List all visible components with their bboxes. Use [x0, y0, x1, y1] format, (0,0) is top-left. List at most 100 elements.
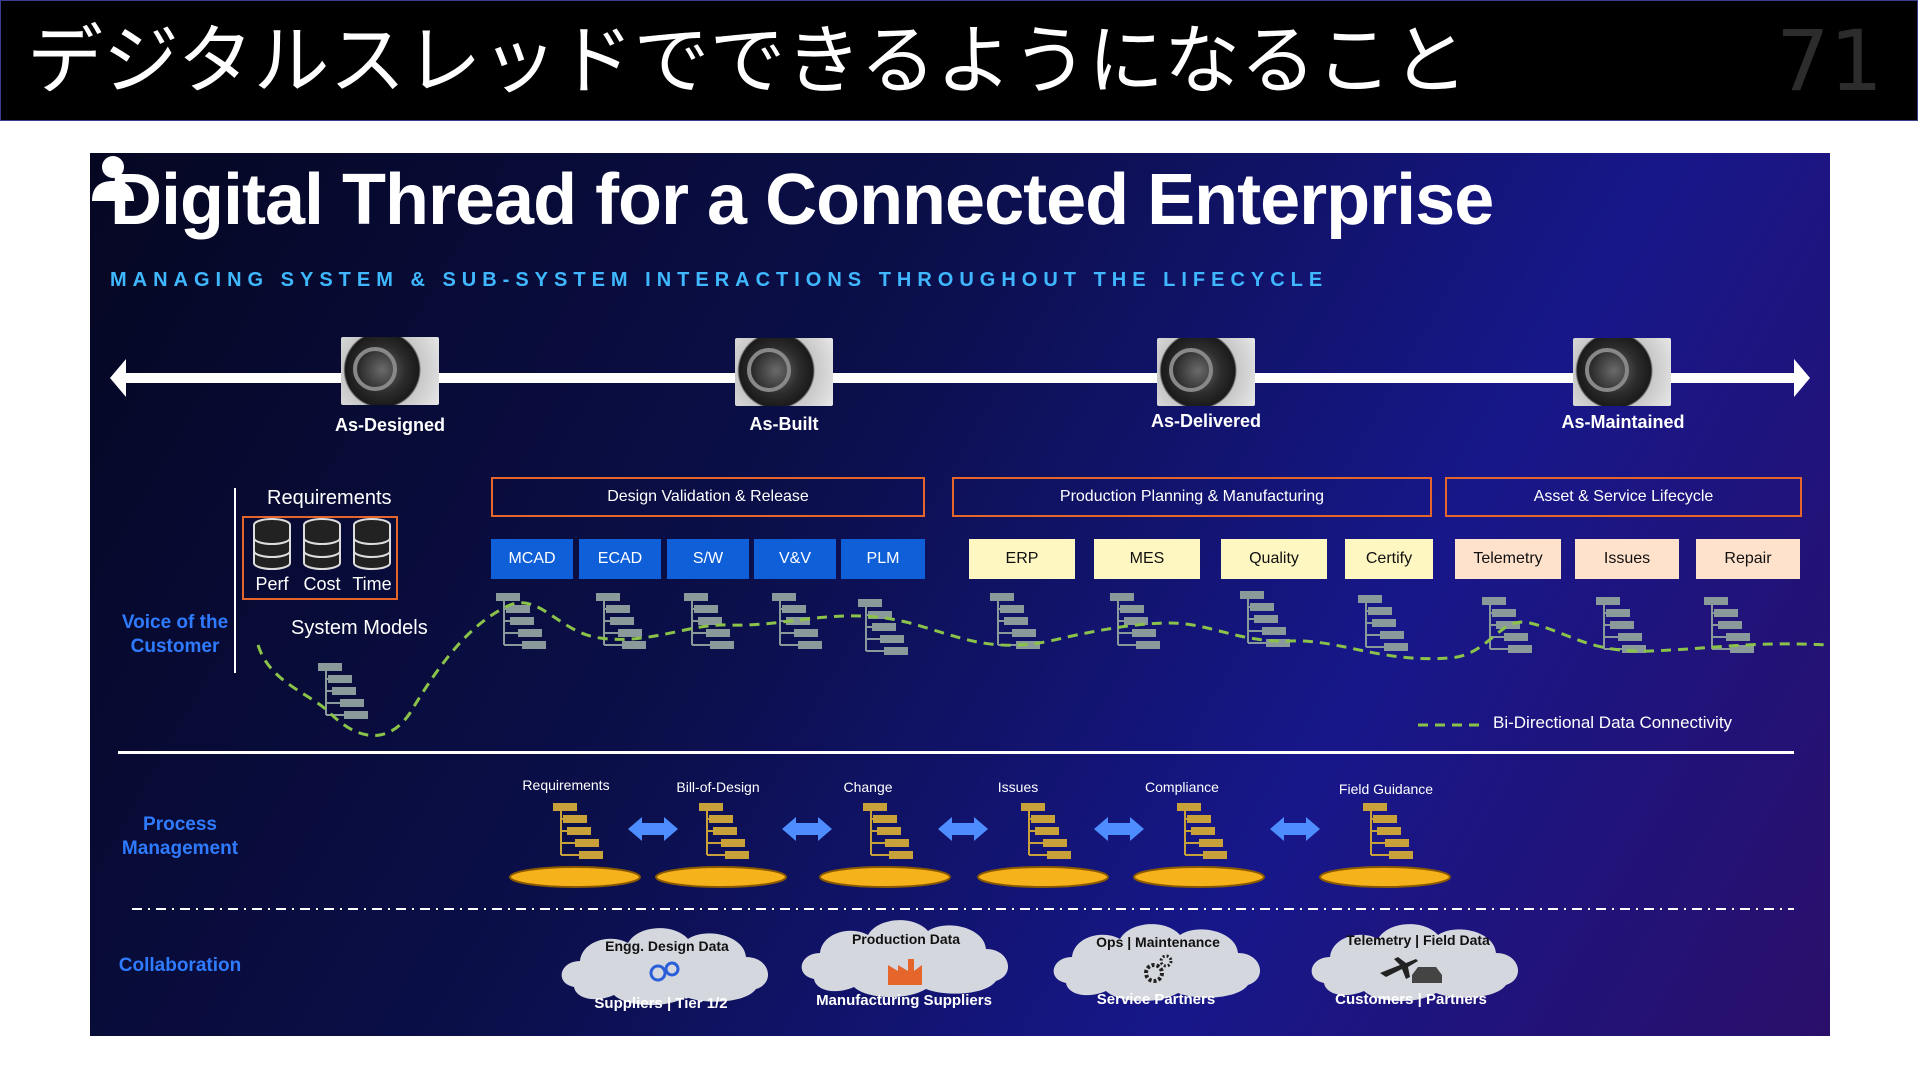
collab-cloud-subtitle: Service Partners — [1096, 991, 1216, 1008]
process-label-line: Management — [121, 838, 239, 859]
data-connectivity-line — [256, 601, 1830, 737]
process-platform — [977, 866, 1109, 888]
system-repair: Repair — [1696, 539, 1800, 579]
collab-cloud — [1053, 924, 1261, 1002]
hierarchy-icon — [1240, 591, 1290, 647]
car-icon — [1412, 967, 1442, 983]
collab-cloud — [561, 928, 769, 1006]
digital-thread-diagram: Digital Thread for a Connected Enterpris… — [90, 153, 1830, 1036]
vc-line: Customer — [130, 636, 220, 657]
process-platform — [819, 866, 951, 888]
hierarchy-icon — [1704, 597, 1754, 653]
legend-label: Bi-Directional Data Connectivity — [1493, 713, 1733, 732]
slide-header: デジタルスレッドでできるようになること 71 — [0, 0, 1918, 121]
hierarchy-icon — [1482, 597, 1532, 653]
hierarchy-icon — [863, 803, 913, 859]
section-divider — [118, 751, 1794, 754]
bidirectional-arrow-icon — [782, 817, 832, 841]
stage-label: As-Delivered — [1150, 411, 1262, 431]
requirement-item: Time — [352, 574, 392, 594]
bidirectional-arrow-icon — [1094, 817, 1144, 841]
system-quality: Quality — [1221, 539, 1327, 579]
system-erp: ERP — [969, 539, 1075, 579]
engine-image — [735, 338, 833, 406]
process-step-label: Compliance — [1145, 779, 1219, 795]
divider-vertical — [234, 488, 236, 673]
factory-icon — [888, 959, 922, 985]
hierarchy-icon — [1358, 595, 1408, 651]
engine-image — [1157, 338, 1255, 406]
engine-image — [1573, 338, 1671, 406]
collab-cloud-title: Engg. Design Data — [605, 938, 729, 954]
bidirectional-arrow-icon — [1270, 817, 1320, 841]
cog-icon — [1159, 954, 1173, 968]
requirement-item: Cost — [303, 574, 341, 594]
hierarchy-icon — [1021, 803, 1071, 859]
process-step-label: Bill-of-Design — [676, 779, 760, 795]
hierarchy-icon — [1110, 593, 1160, 649]
system-models-label: System Models — [291, 617, 428, 639]
stage-label: As-Designed — [334, 415, 446, 435]
hierarchy-icon — [699, 803, 749, 859]
process-step-label: Requirements — [522, 777, 610, 793]
process-management-label: Process Management — [100, 813, 260, 861]
requirements-box: Perf Cost Time — [242, 516, 398, 600]
hierarchy-icon — [318, 663, 368, 719]
system-certify: Certify — [1345, 539, 1433, 579]
system-vv: V&V — [754, 539, 836, 579]
slide-title: デジタルスレッドでできるようになること — [27, 16, 1468, 105]
slide-number: 71 — [1776, 12, 1883, 110]
vc-line: Voice of the — [121, 612, 229, 633]
system-ecad: ECAD — [579, 539, 661, 579]
collab-cloud-title: Ops | Maintenance — [1096, 934, 1220, 950]
voice-of-customer-label: Voice of the Customer — [110, 611, 240, 659]
group-production-planning: Production Planning & Manufacturing — [952, 477, 1432, 517]
stage-label: As-Built — [749, 414, 819, 434]
group-asset-service: Asset & Service Lifecycle — [1445, 477, 1802, 517]
collab-cloud-subtitle: Suppliers | Tier 1/2 — [594, 995, 728, 1012]
process-step-label: Change — [843, 779, 893, 795]
user-icon — [92, 156, 134, 201]
system-mcad: MCAD — [491, 539, 573, 579]
diagram-graphics — [110, 359, 1830, 1006]
cog-icon — [1144, 963, 1164, 983]
stage-label: As-Maintained — [1561, 412, 1685, 432]
gears-icon — [649, 964, 667, 982]
hierarchy-icon — [858, 599, 908, 655]
diagram-subtitle: MANAGING SYSTEM & SUB-SYSTEM INTERACTION… — [110, 269, 1329, 291]
process-step-label: Issues — [997, 779, 1039, 795]
collaboration-label: Collaboration — [118, 955, 242, 976]
hierarchy-icon — [596, 593, 646, 649]
hierarchy-icon — [772, 593, 822, 649]
process-label-line: Process — [143, 814, 217, 835]
requirement-item: Perf — [255, 574, 289, 594]
hierarchy-icon — [1177, 803, 1227, 859]
database-icon — [353, 518, 391, 570]
bidirectional-arrow-icon — [628, 817, 678, 841]
database-icon — [303, 518, 341, 570]
process-step-label: Field Guidance — [1338, 781, 1434, 797]
hierarchy-icon — [553, 803, 603, 859]
hierarchy-icon — [496, 593, 546, 649]
process-platform — [655, 866, 787, 888]
system-issues: Issues — [1575, 539, 1679, 579]
collab-cloud-title: Telemetry | Field Data — [1346, 932, 1490, 948]
lifecycle-arrow-shaft — [116, 373, 1798, 383]
system-telemetry: Telemetry — [1455, 539, 1561, 579]
plane-icon — [1380, 957, 1418, 979]
lifecycle-arrow-head-right — [1794, 359, 1810, 397]
hierarchy-icon — [990, 593, 1040, 649]
hierarchy-icon — [1363, 803, 1413, 859]
engine-image — [341, 337, 439, 405]
bidirectional-arrow-icon — [938, 817, 988, 841]
lifecycle-arrow-head-left — [110, 359, 126, 397]
collab-cloud-subtitle: Manufacturing Suppliers — [816, 992, 992, 1009]
gears-icon — [664, 961, 680, 977]
process-platform — [1319, 866, 1451, 888]
system-mes: MES — [1094, 539, 1200, 579]
process-platform — [509, 866, 641, 888]
system-plm: PLM — [841, 539, 925, 579]
database-icon — [253, 518, 291, 570]
hierarchy-icon — [684, 593, 734, 649]
diagram-title: Digital Thread for a Connected Enterpris… — [110, 160, 1494, 240]
